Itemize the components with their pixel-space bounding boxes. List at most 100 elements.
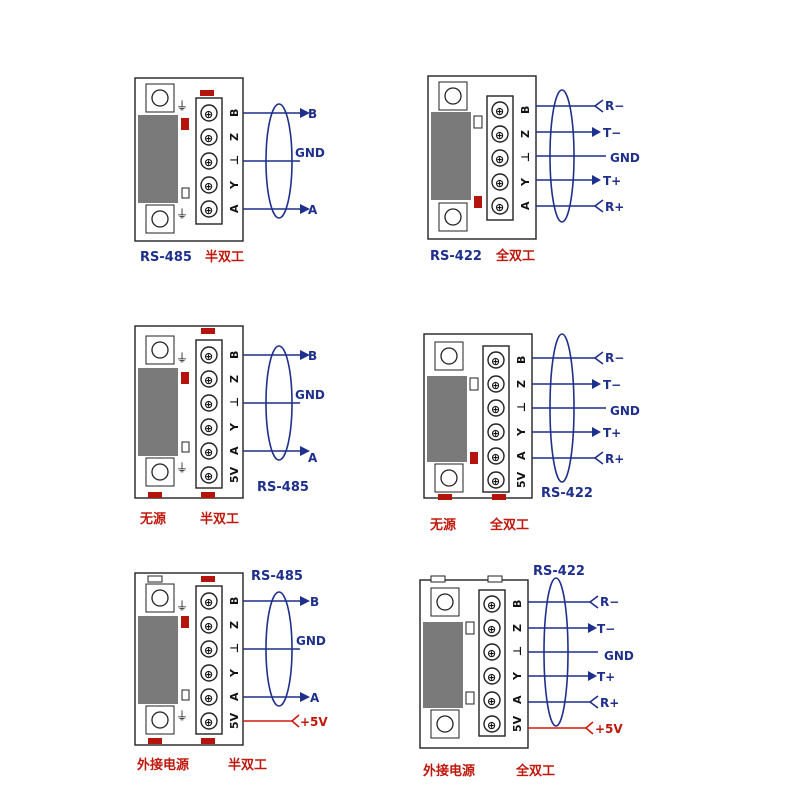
wires (243, 591, 300, 707)
wire-label-a: A (310, 691, 320, 705)
terminal-screws: ⊕ ⊕ ⊕ ⊕ ⊕ ⊕ (200, 346, 218, 484)
led-bottom (148, 492, 162, 498)
pin-label-b: B (515, 356, 528, 364)
mount-hole-bottom-ring (151, 210, 169, 228)
led-side (181, 372, 189, 384)
mount-hole-top-ring (436, 593, 454, 611)
wire-arrows (588, 623, 597, 681)
caption-mode: 全双工 (515, 763, 555, 779)
pin-labels: B Z ⊥ Y A 5V (511, 600, 524, 732)
wire-label-t-minus: T− (603, 126, 621, 140)
wire-label-gnd: GND (296, 634, 326, 648)
ground-symbol-top: ⏚ (176, 351, 188, 365)
terminal-screws: ⊕ ⊕ ⊕ ⊕ ⊕ ⊕ (483, 595, 501, 733)
power-label: +5V (300, 715, 328, 729)
led-bottom (438, 494, 452, 500)
led-small (181, 689, 190, 701)
ground-symbol-top: ⏚ (176, 599, 188, 613)
ground-symbol-bottom: ⏚ (176, 709, 188, 723)
wire-label-t-minus: T− (597, 622, 615, 636)
led-side (181, 616, 189, 628)
wire-label-r-plus: R+ (600, 696, 619, 710)
wire-label-r-minus: R− (605, 99, 624, 113)
wire-label-r-plus: R+ (605, 452, 624, 466)
led-side (465, 621, 475, 635)
pin-labels: B Z ⊥ Y A 5V (515, 356, 528, 488)
svg-text:⊕: ⊕ (204, 204, 213, 217)
svg-text:⊕: ⊕ (204, 668, 213, 681)
pin-label-z: Z (228, 621, 241, 629)
wire-label-r-minus: R− (600, 595, 619, 609)
svg-text:⊕: ⊕ (204, 620, 213, 633)
pin-label-z: Z (228, 133, 241, 141)
caption-mode: 半双工 (205, 249, 244, 265)
pin-label-gnd: ⊥ (511, 646, 524, 656)
mount-hole-bottom (145, 204, 175, 234)
svg-text:⊕: ⊕ (204, 470, 213, 483)
ground-symbol-top: ⏚ (176, 99, 188, 113)
svg-text:⊕: ⊕ (487, 695, 496, 708)
svg-text:⊕: ⊕ (204, 446, 213, 459)
power-wire (243, 714, 300, 728)
wire-label-a: A (308, 203, 318, 217)
pin-label-y: Y (511, 671, 524, 681)
pin-label-y: Y (519, 177, 532, 187)
mount-hole-bottom (430, 709, 460, 739)
wire-arrows (300, 596, 310, 702)
wire-label-gnd: GND (295, 146, 325, 160)
mount-hole-bottom (145, 705, 175, 735)
panel-rs422-full-nosrc: ⊕ ⊕ ⊕ ⊕ ⊕ ⊕ B Z ⊥ Y A 5V (423, 333, 640, 533)
module-body (138, 115, 178, 203)
pin-labels: B Z ⊥ Y A (519, 106, 532, 210)
power-label: +5V (595, 722, 623, 736)
pin-labels: B Z ⊥ Y A 5V (228, 597, 241, 729)
pin-label-z: Z (519, 130, 532, 138)
svg-text:⊕: ⊕ (495, 153, 504, 166)
wire-label-t-plus: T+ (603, 174, 621, 188)
svg-text:⊕: ⊕ (204, 398, 213, 411)
wire-arrows (300, 350, 310, 456)
panel-rs422-full-ext: ⊕ ⊕ ⊕ ⊕ ⊕ ⊕ B Z ⊥ Y A 5V (419, 564, 634, 779)
led-top-left (147, 575, 163, 583)
wire-label-b: B (308, 349, 317, 363)
caption-mode: 全双工 (489, 517, 529, 533)
wires (243, 345, 300, 461)
terminal-screws: ⊕ ⊕ ⊕ ⊕ ⊕ ⊕ (200, 592, 218, 730)
wire-label-t-minus: T− (603, 378, 621, 392)
wire-label-gnd: GND (610, 404, 640, 418)
led-small (181, 187, 190, 199)
top-label-protocol: RS-485 (251, 569, 303, 584)
pin-label-gnd: ⊥ (228, 643, 241, 653)
svg-text:⊕: ⊕ (495, 129, 504, 142)
module-body (138, 616, 178, 704)
module-body (423, 622, 463, 708)
svg-text:⊕: ⊕ (204, 350, 213, 363)
mount-hole-top (145, 83, 175, 113)
caption-source: 无源 (429, 517, 456, 533)
caption-protocol: RS-422 (430, 249, 482, 264)
svg-text:⊕: ⊕ (491, 379, 500, 392)
mount-hole-bottom (434, 463, 464, 493)
mount-hole-bottom-ring (440, 469, 458, 487)
pin-label-b: B (228, 597, 241, 605)
wires (243, 103, 300, 219)
wires (536, 89, 606, 223)
pin-label-gnd: ⊥ (228, 397, 241, 407)
pin-label-b: B (511, 600, 524, 608)
pin-label-b: B (228, 351, 241, 359)
wire-label-a: A (308, 451, 318, 465)
pin-label-a: A (511, 695, 524, 704)
pin-label-a: A (228, 692, 241, 701)
wire-arrows (300, 108, 310, 214)
pin-labels: B Z ⊥ Y A 5V (228, 351, 241, 483)
pin-label-a: A (519, 201, 532, 210)
terminal-block (195, 585, 223, 735)
pin-label-z: Z (515, 380, 528, 388)
svg-text:⊕: ⊕ (487, 623, 496, 636)
panel-rs485-half-ext: ⏚ ⏚ ⊕ ⊕ ⊕ ⊕ ⊕ ⊕ B Z ⊥ Y A 5V (134, 569, 328, 773)
caption-protocol: RS-485 (140, 250, 192, 265)
terminal-screws: ⊕ ⊕ ⊕ ⊕ ⊕ (200, 104, 218, 218)
svg-text:⊕: ⊕ (495, 201, 504, 214)
led-side (473, 115, 483, 129)
led-top (201, 576, 215, 582)
